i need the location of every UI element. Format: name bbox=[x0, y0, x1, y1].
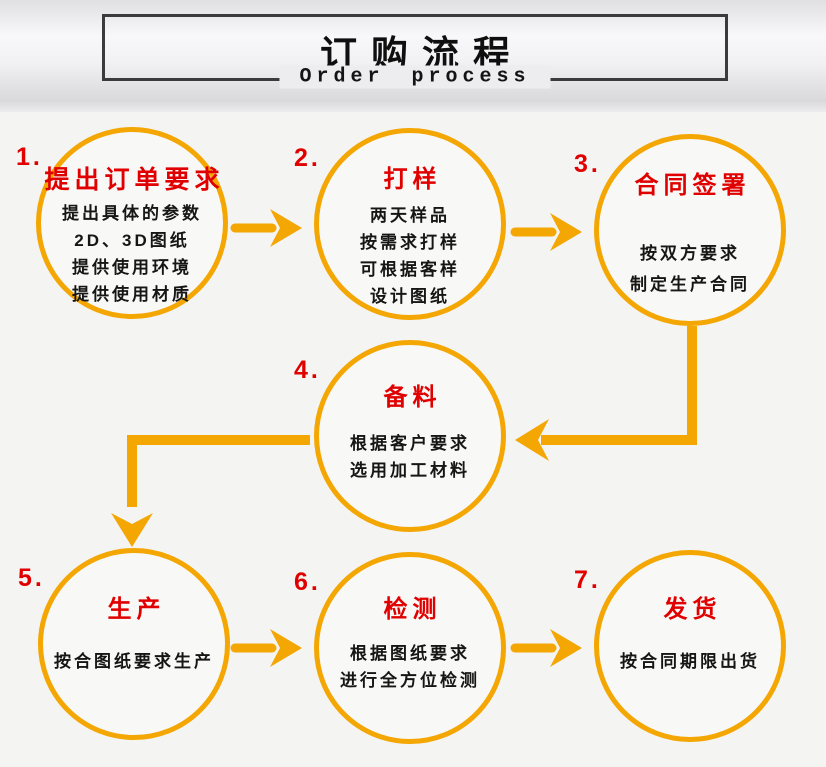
step-1-line: 2D、3D图纸 bbox=[74, 231, 190, 250]
step-4-number: 4. bbox=[294, 356, 321, 384]
step-3-line: 制定生产合同 bbox=[630, 275, 750, 294]
step-2-line: 设计图纸 bbox=[370, 287, 450, 306]
step-6-node: 6. 检测 根据图纸要求 进行全方位检测 bbox=[294, 552, 506, 744]
step-2-number: 2. bbox=[294, 144, 321, 172]
arrow-step5-to-step6-icon bbox=[230, 629, 302, 667]
step-7-title: 发货 bbox=[663, 596, 722, 623]
arrow-step2-to-step3-icon bbox=[510, 213, 582, 251]
step-2-line: 可根据客样 bbox=[360, 260, 460, 279]
step-5-line: 按合图纸要求生产 bbox=[54, 652, 214, 671]
step-6-line: 进行全方位检测 bbox=[340, 671, 480, 690]
step-6-circle: 检测 根据图纸要求 进行全方位检测 bbox=[314, 552, 506, 744]
step-4-circle: 备料 根据客户要求 选用加工材料 bbox=[314, 340, 506, 532]
step-1-number: 1. bbox=[16, 143, 43, 171]
step-1-node: 1. 提出订单要求 提出具体的参数 2D、3D图纸 提供使用环境 提供使用材质 bbox=[16, 127, 228, 319]
step-2-line: 两天样品 bbox=[370, 206, 450, 225]
step-4-line: 选用加工材料 bbox=[350, 461, 470, 480]
title-box: 订购流程 Order process bbox=[102, 14, 728, 89]
step-3-circle: 合同签署 按双方要求 制定生产合同 bbox=[594, 134, 786, 326]
arrow-step3-to-step4-icon bbox=[515, 326, 697, 461]
step-5-title: 生产 bbox=[107, 596, 166, 623]
step-6-line: 根据图纸要求 bbox=[350, 644, 470, 663]
step-5-number: 5. bbox=[18, 564, 45, 592]
step-1-line: 提供使用材质 bbox=[72, 285, 192, 304]
step-6-number: 6. bbox=[294, 568, 321, 596]
step-2-circle: 打样 两天样品 按需求打样 可根据客样 设计图纸 bbox=[314, 128, 506, 320]
step-1-title: 提出订单要求 bbox=[44, 166, 225, 194]
step-3-line: 按双方要求 bbox=[640, 244, 740, 263]
step-2-node: 2. 打样 两天样品 按需求打样 可根据客样 设计图纸 bbox=[294, 128, 506, 320]
step-3-title: 合同签署 bbox=[634, 172, 751, 199]
step-4-node: 4. 备料 根据客户要求 选用加工材料 bbox=[294, 340, 506, 532]
step-6-title: 检测 bbox=[383, 596, 442, 623]
step-5-node: 5. 生产 按合图纸要求生产 bbox=[18, 548, 230, 740]
step-1-line: 提供使用环境 bbox=[72, 258, 192, 277]
step-3-number: 3. bbox=[574, 150, 601, 178]
step-4-title: 备料 bbox=[383, 384, 442, 411]
arrow-step1-to-step2-icon bbox=[230, 209, 302, 247]
step-2-title: 打样 bbox=[383, 166, 442, 193]
step-1-line: 提出具体的参数 bbox=[62, 204, 202, 223]
step-3-node: 3. 合同签署 按双方要求 制定生产合同 bbox=[574, 134, 786, 326]
step-1-circle: 提出订单要求 提出具体的参数 2D、3D图纸 提供使用环境 提供使用材质 bbox=[36, 127, 228, 319]
step-7-node: 7. 发货 按合同期限出货 bbox=[574, 550, 786, 742]
step-4-line: 根据客户要求 bbox=[350, 434, 470, 453]
arrow-step6-to-step7-icon bbox=[510, 629, 582, 667]
step-7-circle: 发货 按合同期限出货 bbox=[594, 550, 786, 742]
arrow-step4-to-step5-icon bbox=[111, 435, 310, 547]
step-7-number: 7. bbox=[574, 566, 601, 594]
page-subtitle: Order process bbox=[279, 65, 551, 89]
header-band: 订购流程 Order process bbox=[0, 0, 826, 112]
step-7-line: 按合同期限出货 bbox=[620, 652, 760, 671]
step-5-circle: 生产 按合图纸要求生产 bbox=[38, 548, 230, 740]
step-2-line: 按需求打样 bbox=[360, 233, 460, 252]
